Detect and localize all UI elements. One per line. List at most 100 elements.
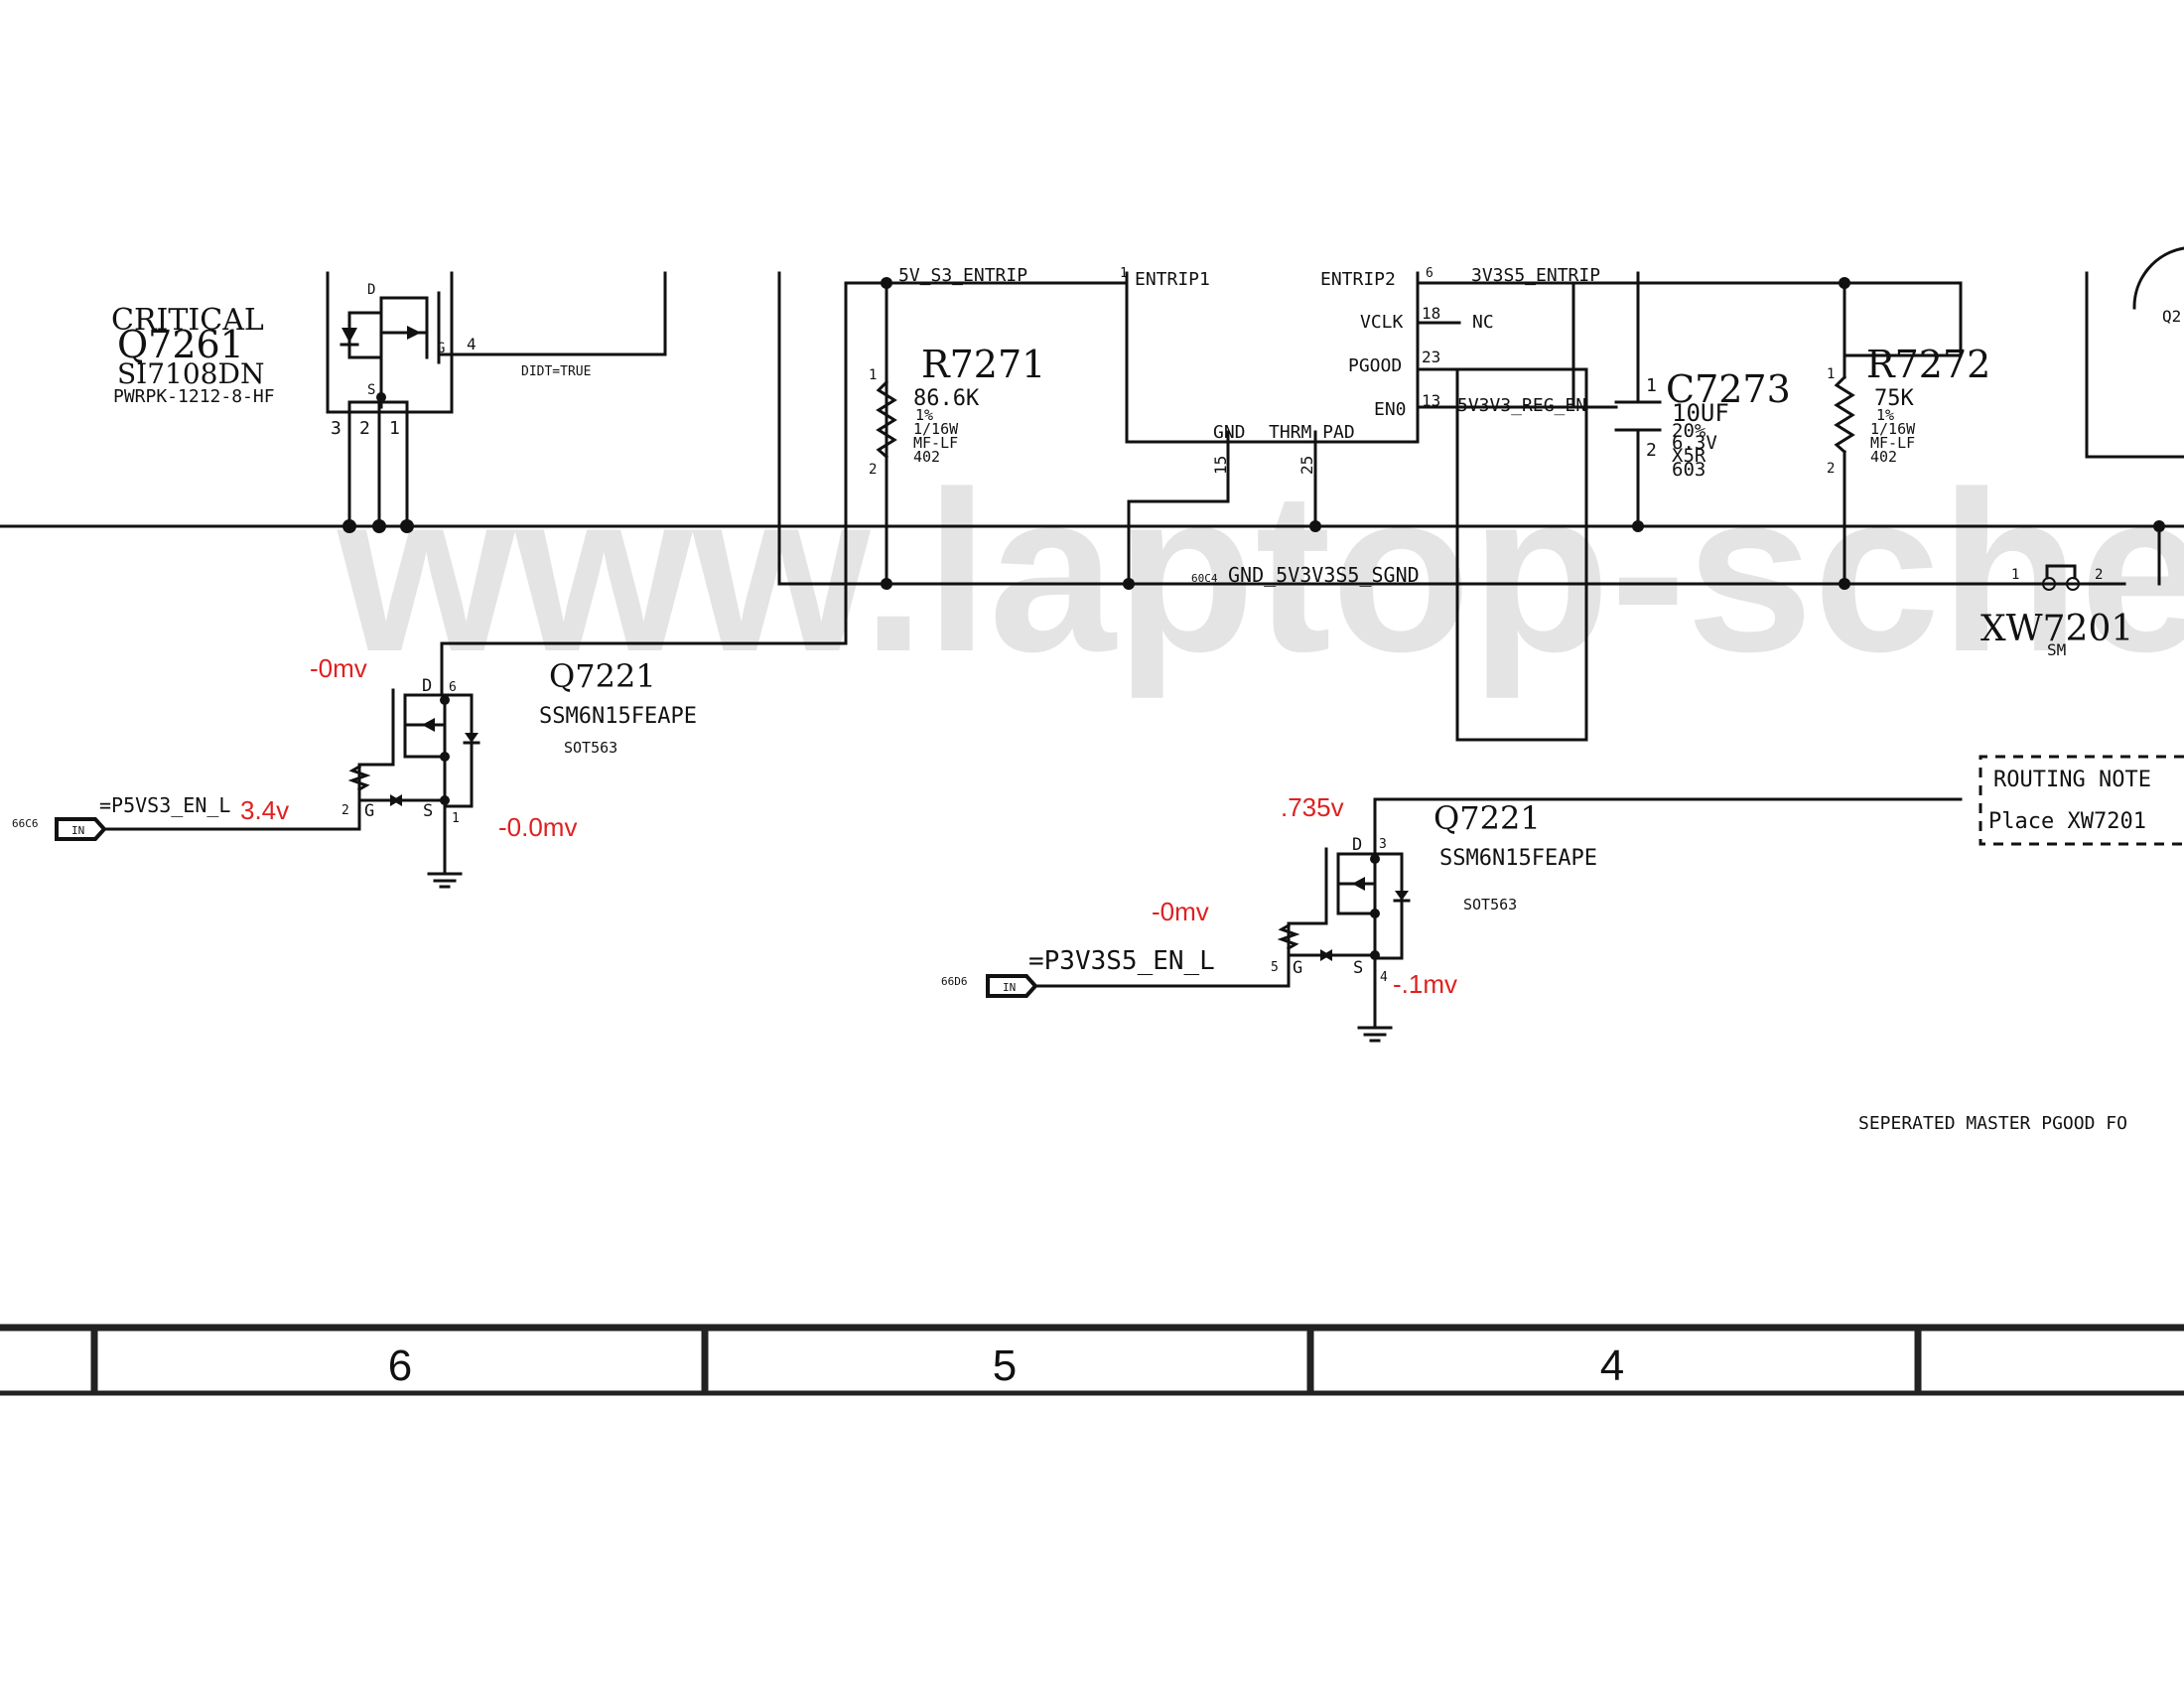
p5vs3-in-tag: IN: [71, 824, 84, 837]
ic-pin-en0-num: 13: [1422, 391, 1440, 410]
r7272-pin1: 1: [1827, 366, 1835, 382]
zone-label-4: 4: [1600, 1341, 1624, 1390]
q7261-pin-2: 2: [359, 418, 370, 439]
ic-pin-entrip2: ENTRIP2: [1320, 269, 1396, 290]
c7273-size: 603: [1672, 459, 1706, 481]
net-3v3-entrip: 3V3S5_ENTRIP: [1471, 265, 1600, 286]
ic-pin-entrip1: ENTRIP1: [1135, 269, 1210, 290]
net-reg-en: 5V3V3_REG_EN: [1457, 395, 1586, 416]
ic-pin-en0: EN0: [1374, 399, 1407, 420]
ic-pin-gnd: GND: [1213, 422, 1246, 443]
r7272-size: 402: [1870, 448, 1897, 466]
ic-pin-pad-num: 25: [1297, 456, 1316, 475]
p3v3s5-input-port: [986, 974, 1038, 998]
r7271-value: 86.6K: [913, 386, 980, 411]
r7271-power: 1/16W: [913, 420, 959, 438]
q7261-pin-s: S: [367, 382, 375, 398]
zone-strip: [0, 1324, 2184, 1396]
q7221-a-mosfet: [102, 688, 480, 889]
q7221-a-package: SOT563: [564, 739, 617, 757]
p5vs3-net: =P5VS3_EN_L: [99, 793, 230, 817]
q7221-b-part: SSM6N15FEAPE: [1439, 846, 1597, 871]
q7221-a-pin-s-num: 1: [452, 811, 460, 826]
q7221-a-v-gate: 3.4v: [240, 795, 289, 825]
q7221-b-pin-s: S: [1353, 958, 1363, 978]
r7271-pin1: 1: [869, 367, 877, 383]
xw7201-jumper: [1993, 564, 2126, 591]
q7221-a-pin-g-num: 2: [341, 803, 349, 818]
q7221-b-pin-s-num: 4: [1380, 970, 1388, 985]
q7221-a-pin-d-num: 6: [449, 680, 457, 695]
p5vs3-ref: 66C6: [12, 817, 39, 830]
net-gnd-ref: 60C4: [1191, 572, 1218, 585]
c7273-dielectric: X5R: [1672, 445, 1706, 467]
q7261-critical: CRITICAL: [111, 303, 264, 338]
r7271-size: 402: [913, 448, 940, 466]
q7261-pin-3: 3: [331, 418, 341, 439]
xw7201-refdes: XW7201: [1980, 609, 2133, 649]
net-5v-entrip: 5V_S3_ENTRIP: [898, 265, 1027, 286]
p5vs3-input-port: [55, 817, 107, 841]
routing-note-line: Place XW7201: [1988, 809, 2146, 834]
q7261-pin-d: D: [367, 282, 375, 298]
r7272-resistor: [1834, 374, 1855, 455]
q7221-b-pin-d-num: 3: [1379, 837, 1387, 852]
q7221-a-part: SSM6N15FEAPE: [539, 704, 697, 729]
ic-pin-vclk-num: 18: [1422, 304, 1440, 323]
p3v3s5-in-tag: IN: [1003, 981, 1016, 994]
q7221-a-v-drain: -0mv: [310, 653, 367, 683]
q7221-b-pin-g-num: 5: [1271, 960, 1279, 975]
r7272-power: 1/16W: [1870, 420, 1916, 438]
q7261-package: PWRPK-1212-8-HF: [113, 386, 275, 407]
q7221-a-v-source: -0.0mv: [498, 812, 577, 842]
xw7201-pin1: 1: [2011, 567, 2019, 583]
r7271-refdes: R7271: [921, 343, 1045, 386]
p3v3s5-ref: 66D6: [941, 975, 968, 988]
q7221-b-refdes: Q7221: [1433, 799, 1541, 837]
ic-pin-pgood: PGOOD: [1348, 355, 1402, 376]
r7272-pin2: 2: [1827, 461, 1835, 477]
r7271-tol: 1%: [915, 406, 933, 424]
q7221-a-pin-d: D: [422, 676, 432, 696]
q7221-b-v-gate: -0mv: [1152, 897, 1209, 926]
ic-region-wires: [440, 246, 2184, 742]
ic-pin-entrip1-num: 1: [1120, 266, 1128, 281]
q7261-pin-1: 1: [389, 418, 400, 439]
q7221-b-package: SOT563: [1463, 896, 1517, 914]
c7273-voltage: 6.3V: [1672, 432, 1717, 454]
r7272-tol: 1%: [1876, 406, 1894, 424]
q7221-b-v-source: -.1mv: [1393, 969, 1457, 999]
net-gnd-sgnd: GND_5V3V3S5_SGND: [1228, 563, 1420, 587]
c7273-tol: 20%: [1672, 420, 1706, 442]
q7261-pin-g: G: [437, 341, 445, 356]
ic-pin-gnd-num: 15: [1211, 456, 1230, 475]
ic-pin-pgood-num: 23: [1422, 348, 1440, 366]
r7272-value: 75K: [1874, 386, 1914, 411]
xw7201-pin2: 2: [2095, 567, 2103, 583]
r7272-type: MF-LF: [1870, 434, 1915, 452]
q2-fragment-label: Q2: [2162, 307, 2181, 326]
zone-label-5: 5: [993, 1341, 1017, 1390]
ic-pin-vclk: VCLK: [1360, 312, 1404, 333]
pgood-note: SEPERATED MASTER PGOOD FO: [1858, 1113, 2127, 1134]
ic-pin-nc: NC: [1472, 312, 1494, 333]
c7273-pin1: 1: [1646, 375, 1657, 396]
c7273-pin2: 2: [1646, 440, 1657, 461]
ic-pin-entrip2-num: 6: [1426, 266, 1433, 281]
q7221-a-pin-s: S: [423, 801, 433, 821]
q7221-b-v-drain: .735v: [1281, 792, 1344, 822]
q7261-part: SI7108DN: [117, 357, 264, 390]
r7272-refdes: R7272: [1866, 343, 1990, 386]
q7221-b-mosfet: [1033, 797, 1963, 1043]
zone-label-6: 6: [388, 1341, 412, 1390]
ic-pin-thrm-pad: THRM_PAD: [1269, 422, 1355, 443]
q7221-b-pin-g: G: [1293, 958, 1302, 978]
c7273-refdes: C7273: [1666, 367, 1791, 411]
watermark: www.laptop-schematics: [337, 444, 2184, 699]
q7221-a-refdes: Q7221: [549, 657, 656, 695]
p3v3s5-net: =P3V3S5_EN_L: [1028, 946, 1215, 976]
q7261-refdes: Q7261: [117, 323, 244, 366]
q7261-prop: DIDT=TRUE: [521, 364, 591, 379]
q7261-mosfet: [326, 271, 667, 533]
